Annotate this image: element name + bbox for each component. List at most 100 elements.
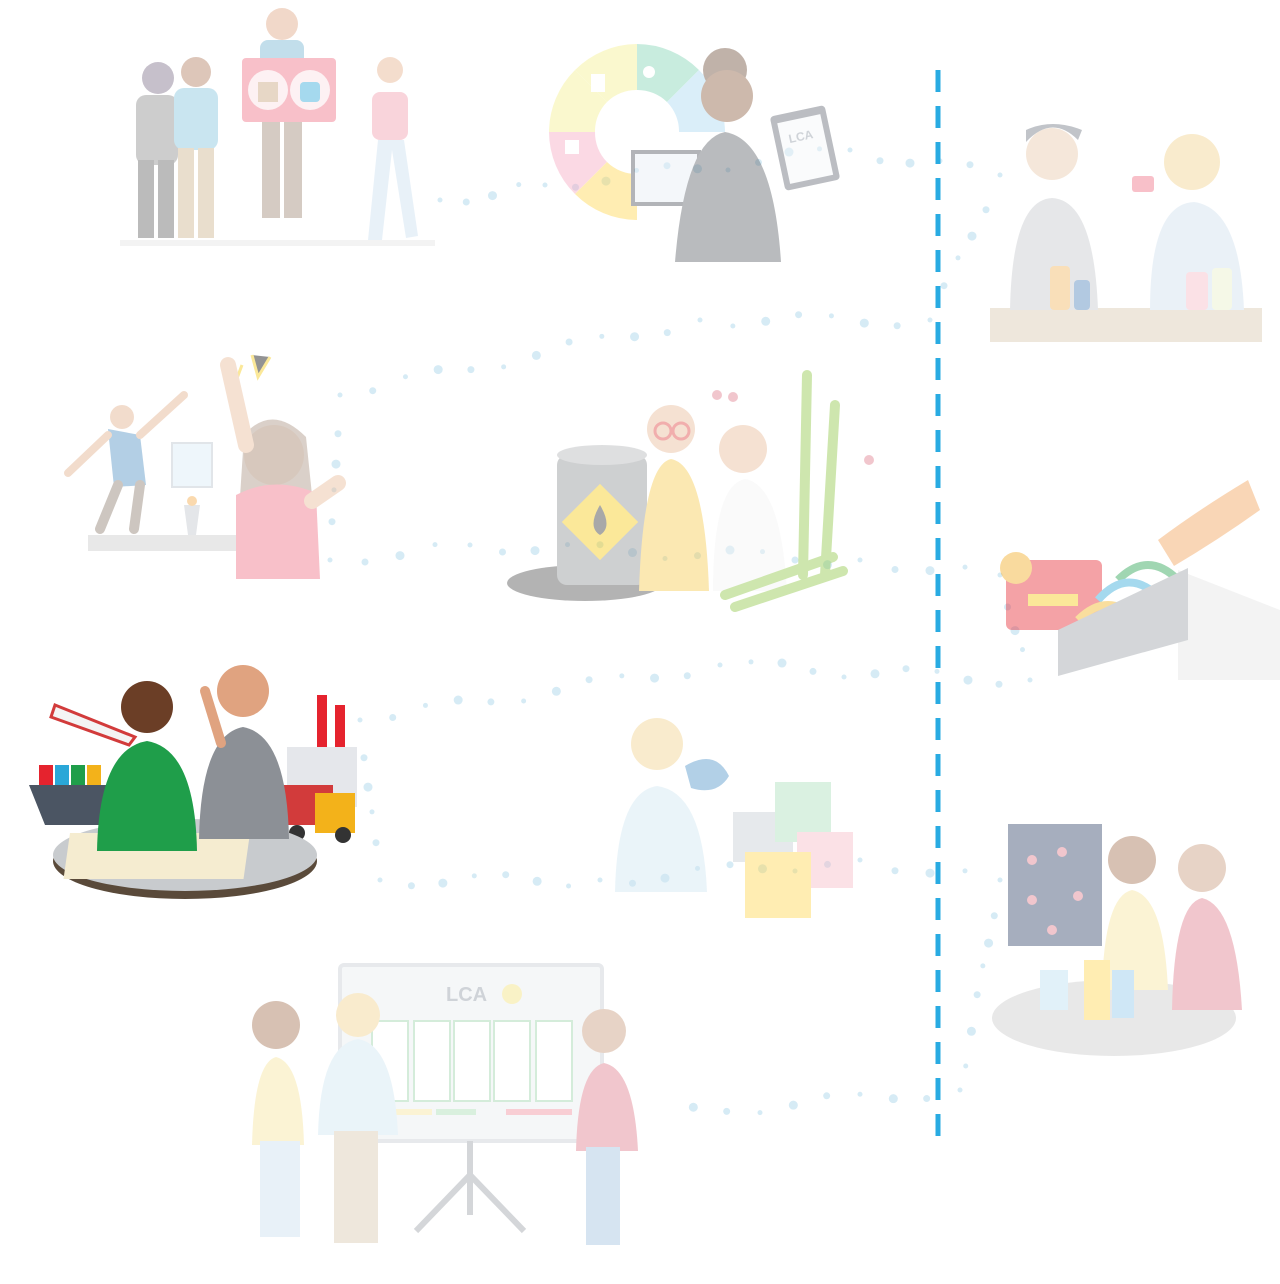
path-dot [389, 714, 397, 722]
path-dot [453, 695, 463, 705]
path-dot [823, 1092, 831, 1100]
airplane-icon [49, 703, 138, 747]
path-dot [967, 231, 977, 241]
path-dot [683, 672, 691, 680]
path-dot [630, 332, 640, 342]
game-controller-icon [685, 758, 729, 791]
path-dot [619, 673, 625, 679]
path-dot [963, 1063, 969, 1069]
path-dot [828, 313, 834, 319]
medal-icon [1000, 552, 1032, 584]
packaging-rack-icon [1058, 568, 1188, 676]
path-dot [980, 963, 986, 969]
path-dot [723, 1107, 731, 1115]
path-dot [462, 198, 470, 206]
path-dot [962, 868, 968, 874]
path-dot [377, 877, 383, 883]
path-dot [717, 662, 723, 668]
red-jar-icon [1006, 560, 1102, 630]
path-dot [870, 669, 880, 679]
path-dot [891, 867, 899, 875]
path-dot [532, 876, 542, 886]
path-dot [516, 182, 522, 188]
path-dot [566, 883, 572, 889]
path-dot [551, 686, 561, 696]
flowchart-at-table-illustration [992, 820, 1247, 1060]
path-dot [962, 564, 968, 570]
path-dot [788, 1100, 798, 1110]
bottles-icon [1040, 960, 1134, 1020]
shopping-bag-icon [258, 82, 278, 102]
path-dot [372, 839, 380, 847]
trash-icon [591, 74, 605, 92]
section-divider-dashed-line [935, 70, 941, 1142]
path-dot [973, 991, 981, 999]
clipboard-icon [770, 105, 840, 191]
reusable-bag-icon [300, 82, 320, 102]
board-lca-title: LCA [446, 984, 487, 1006]
molecule-icon [712, 390, 874, 465]
path-dot [966, 161, 974, 169]
cream-jar-icon [1132, 176, 1154, 192]
recycling-bins-icon [733, 782, 853, 918]
path-dot [650, 673, 660, 683]
clipboard-lca-label: LCA [787, 127, 814, 146]
path-dot [395, 551, 405, 561]
path-dot [433, 365, 443, 375]
path-dot [438, 878, 448, 888]
path-dot [432, 542, 438, 548]
path-dot [407, 882, 415, 890]
path-dot [599, 333, 605, 339]
expert-with-clipboard-illustration: LCA [545, 40, 850, 262]
pie-chart-icon [502, 984, 522, 1004]
path-dot [663, 329, 671, 337]
bag-sign [242, 58, 336, 122]
path-dot [905, 158, 915, 168]
path-dot [422, 702, 428, 708]
path-dot [748, 659, 754, 665]
water-drop-icon [643, 66, 655, 78]
path-dot [809, 667, 817, 675]
path-dot [963, 675, 973, 685]
path-dot [521, 698, 527, 704]
path-dot [369, 387, 377, 395]
sugarcane-icon [720, 370, 848, 612]
path-dot [966, 1026, 976, 1036]
path-dot [859, 318, 869, 328]
path-dot [893, 322, 901, 330]
path-dot [795, 311, 803, 319]
path-dot [841, 674, 847, 680]
thinking-about-waste-illustration [585, 712, 865, 922]
video-call-icon [631, 150, 701, 206]
path-dot [857, 1091, 863, 1097]
path-dot [761, 316, 771, 326]
transport-and-map-illustration [25, 655, 365, 905]
lotion-bottle-icon [1050, 266, 1070, 310]
whiteboard-icon [338, 963, 604, 1143]
students-cosmetics-illustration [990, 120, 1265, 350]
path-dot [957, 1087, 963, 1093]
path-dot [502, 871, 510, 879]
path-dot [955, 255, 961, 261]
path-dot [467, 366, 475, 374]
path-dot [902, 665, 910, 673]
path-dot [876, 157, 884, 165]
path-dot [697, 317, 703, 323]
path-dot [585, 676, 593, 684]
group-with-bag-sign-illustration [110, 0, 440, 255]
path-dot [927, 317, 933, 323]
hand-picking-packaging-illustration [998, 470, 1280, 685]
lab-celebration-illustration [60, 325, 350, 580]
oil-barrel-icon [557, 455, 647, 585]
bunsen-burner-icon [184, 505, 200, 535]
oil-drop-icon [593, 505, 607, 535]
path-dot [891, 566, 899, 574]
path-dot [730, 323, 736, 329]
path-dot [888, 1094, 898, 1104]
oil-vs-sugarcane-illustration [485, 345, 880, 615]
path-dot [488, 191, 497, 201]
path-dot [487, 698, 495, 706]
flowchart-poster-icon [1008, 824, 1102, 946]
path-dot [982, 206, 990, 214]
path-dot [757, 1110, 763, 1116]
